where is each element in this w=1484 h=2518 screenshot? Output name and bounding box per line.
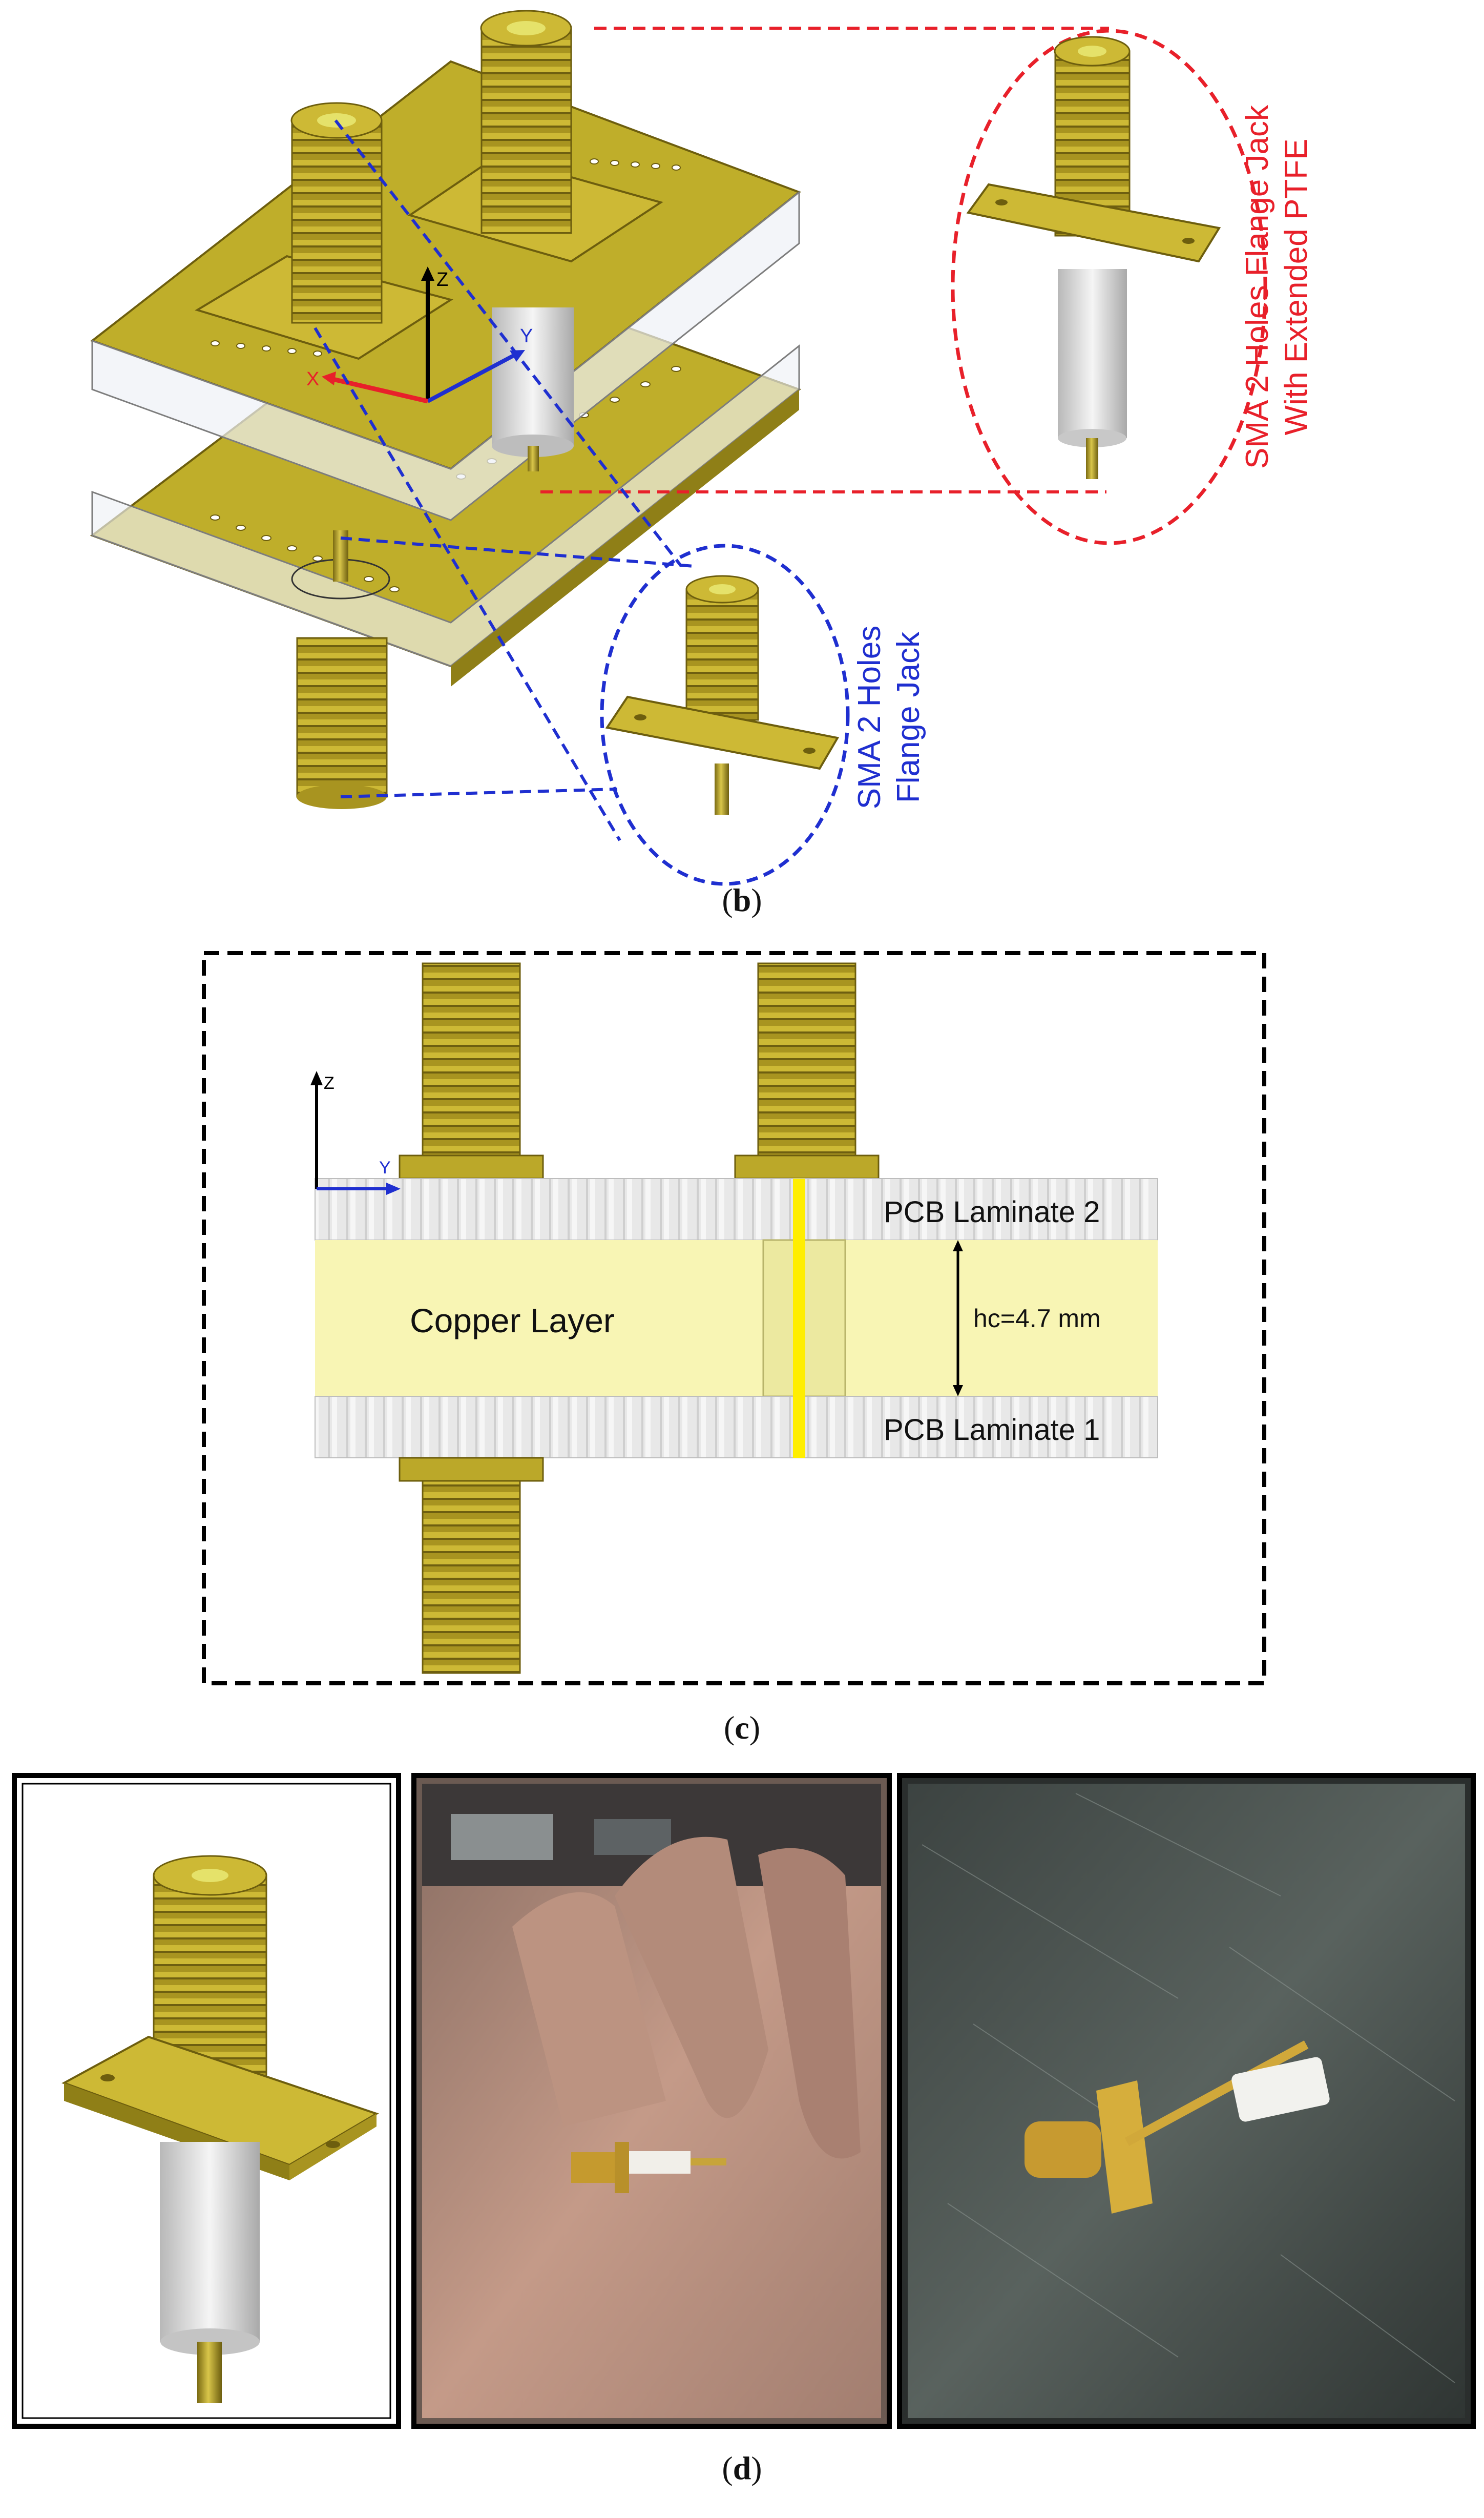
caption-b-letter: b bbox=[733, 882, 751, 918]
blue-label-line1: SMA 2 Holes bbox=[852, 626, 887, 809]
caption-c-close: ) bbox=[749, 1709, 761, 1746]
caption-c-open: ( bbox=[723, 1709, 735, 1746]
panel-c-frame bbox=[202, 951, 1266, 1685]
caption-c: (c) bbox=[0, 1709, 1484, 1747]
c-height-label: hc=4.7 mm bbox=[973, 1304, 1101, 1333]
c-laminate-bottom bbox=[315, 1396, 1158, 1458]
red-callout-ellipse bbox=[951, 29, 1267, 545]
caption-d-close: ) bbox=[751, 2450, 762, 2486]
c-axis-z-label: Z bbox=[324, 1074, 335, 1093]
caption-b-close: ) bbox=[751, 882, 762, 918]
blue-label-line2: Flange Jack bbox=[891, 631, 926, 803]
d-bench-connector bbox=[1025, 2040, 1330, 2214]
ptfe-pin bbox=[528, 446, 539, 471]
d-cad-connector bbox=[61, 1855, 379, 2403]
caption-c-letter: c bbox=[735, 1709, 749, 1746]
caption-b: (b) bbox=[0, 881, 1484, 919]
red-label-line2: With Extended PTFE bbox=[1279, 139, 1314, 436]
panel-d bbox=[12, 1773, 1476, 2429]
c-nut-bottom bbox=[399, 1457, 544, 1482]
caption-d-open: ( bbox=[722, 2450, 733, 2486]
panel-c: Z Y PCB Laminate 2 PCB Laminate 1 Copper… bbox=[202, 951, 1266, 1685]
barrel-bottom bbox=[296, 637, 388, 798]
caption-d-letter: d bbox=[733, 2450, 751, 2486]
d-hand-connector bbox=[571, 2142, 726, 2193]
c-copper-layer bbox=[315, 1240, 1158, 1396]
c-nut-top-left bbox=[399, 1154, 544, 1180]
barrel-right-top bbox=[480, 27, 572, 234]
c-barrel-top-left bbox=[422, 962, 521, 1157]
c-nut-top-right bbox=[734, 1154, 880, 1180]
c-laminate-bottom-label: PCB Laminate 1 bbox=[884, 1413, 1100, 1447]
c-laminate-top bbox=[315, 1178, 1158, 1241]
red-callout-connector bbox=[966, 36, 1221, 479]
lower-board-edge bbox=[451, 389, 799, 687]
upper-board-laminate bbox=[91, 190, 800, 521]
c-yellow-via bbox=[793, 1179, 805, 1458]
caption-b-open: ( bbox=[722, 882, 733, 918]
red-label-line1: SMA 2 Holes Flange Jack bbox=[1240, 105, 1275, 469]
panel-b: Z Y X SMA 2 Holes Flange Jack With Exten… bbox=[90, 10, 1314, 886]
c-copper-label: Copper Layer bbox=[410, 1302, 615, 1339]
c-laminate-top-label: PCB Laminate 2 bbox=[884, 1195, 1100, 1229]
blue-callout-ellipse bbox=[600, 544, 850, 886]
upper-via-holes bbox=[211, 158, 681, 357]
blue-callout-connector bbox=[605, 575, 840, 815]
c-barrel-bottom bbox=[422, 1480, 521, 1674]
axis-z-label: Z bbox=[436, 269, 448, 291]
barrel-left-top bbox=[291, 119, 383, 324]
c-barrel-top-right bbox=[757, 962, 856, 1157]
axis-x-label: X bbox=[306, 368, 319, 390]
c-axis-y-label: Y bbox=[379, 1158, 391, 1178]
axis-y-label: Y bbox=[520, 325, 533, 347]
caption-d: (d) bbox=[0, 2449, 1484, 2487]
